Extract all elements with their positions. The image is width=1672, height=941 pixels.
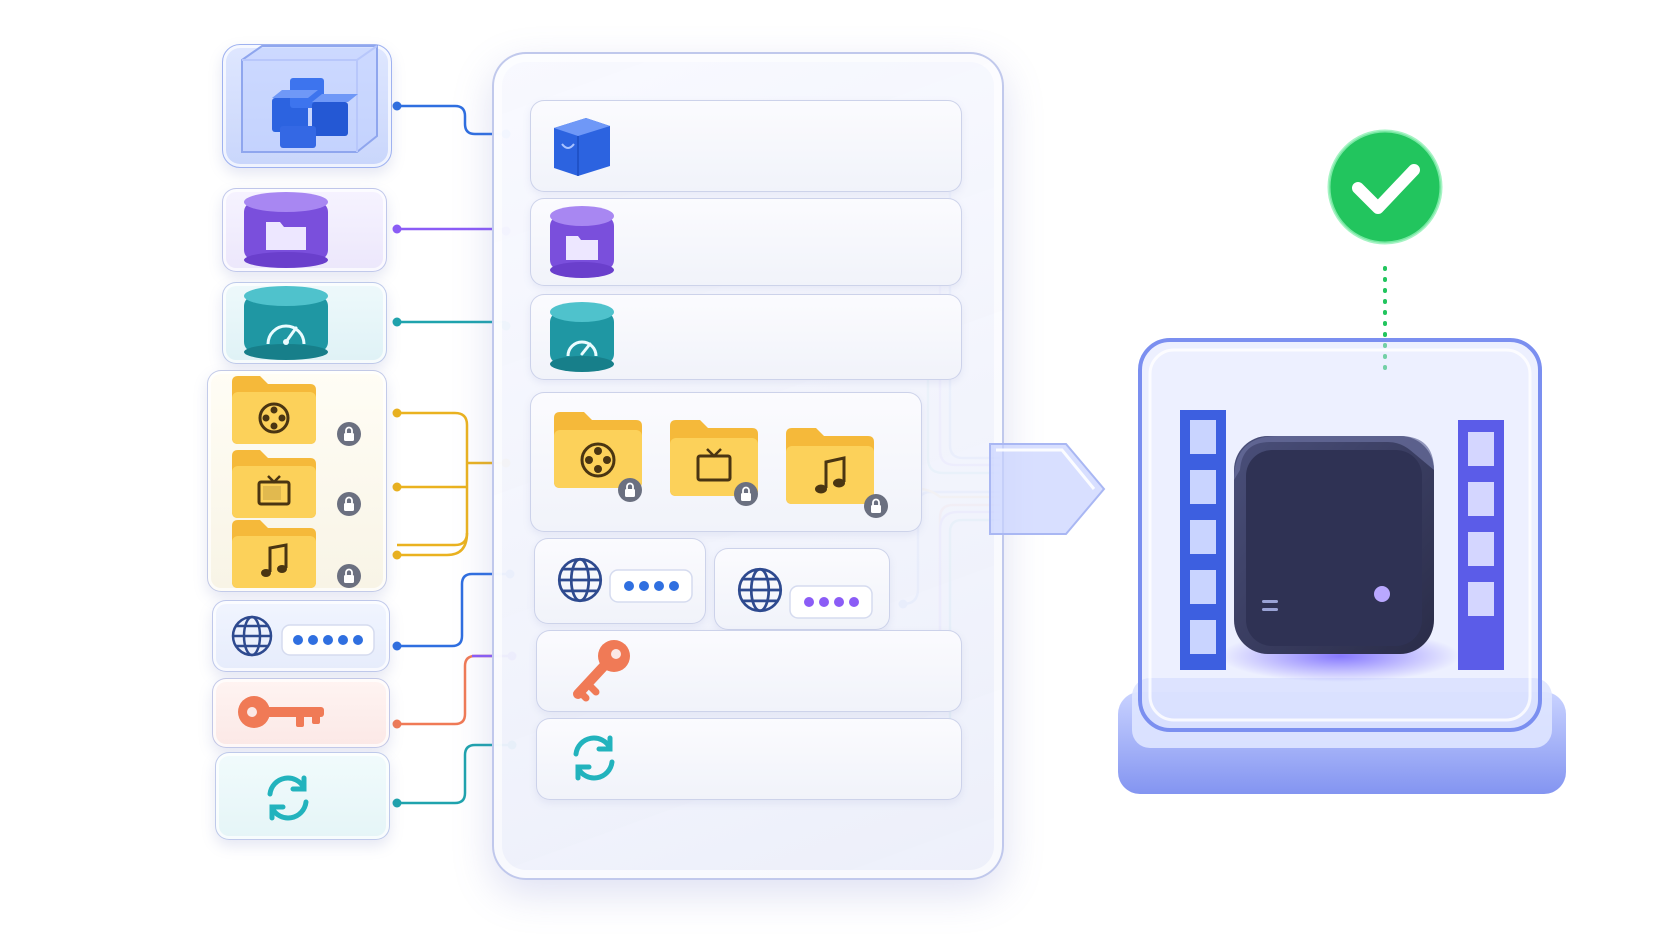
film-reel-folder-icon xyxy=(232,374,316,444)
gauge-database-icon xyxy=(244,286,328,360)
film-strip-right-icon xyxy=(1458,420,1504,670)
key-icon xyxy=(570,636,634,704)
link-access-key xyxy=(397,654,512,726)
boxes-cube-icon xyxy=(232,40,382,160)
masked-password-field xyxy=(609,569,693,603)
masked-password-field xyxy=(281,624,375,656)
lock-icon xyxy=(337,564,361,588)
tv-folder-icon xyxy=(670,418,758,506)
lock-icon xyxy=(337,492,361,516)
panel-row-sync[interactable] xyxy=(536,718,962,800)
globe-icon xyxy=(230,614,274,658)
server-enclosure xyxy=(1110,300,1570,810)
film-strip-left-icon xyxy=(1180,410,1226,670)
link-container-image xyxy=(397,104,506,136)
sync-arrows-icon xyxy=(566,730,622,786)
link-network-access xyxy=(397,572,510,648)
globe-icon xyxy=(556,556,604,604)
tv-folder-icon xyxy=(232,448,316,518)
folder-database-icon xyxy=(244,192,328,268)
music-folder-icon xyxy=(232,518,316,588)
lock-icon xyxy=(337,422,361,446)
check-badge-icon xyxy=(1326,128,1444,246)
masked-password-field xyxy=(789,585,873,619)
film-reel-folder-icon xyxy=(554,410,642,502)
link-media-folders xyxy=(397,411,506,547)
link-sync xyxy=(397,743,512,805)
deploy-arrow-icon xyxy=(986,434,1110,544)
blue-cube-icon xyxy=(546,114,614,178)
globe-icon xyxy=(736,566,784,614)
folder-database-icon xyxy=(550,206,614,278)
gauge-database-icon xyxy=(550,302,614,372)
sync-arrows-icon xyxy=(260,770,316,826)
key-icon xyxy=(234,690,330,734)
music-folder-icon xyxy=(786,426,888,518)
sync-tile[interactable] xyxy=(215,752,390,840)
